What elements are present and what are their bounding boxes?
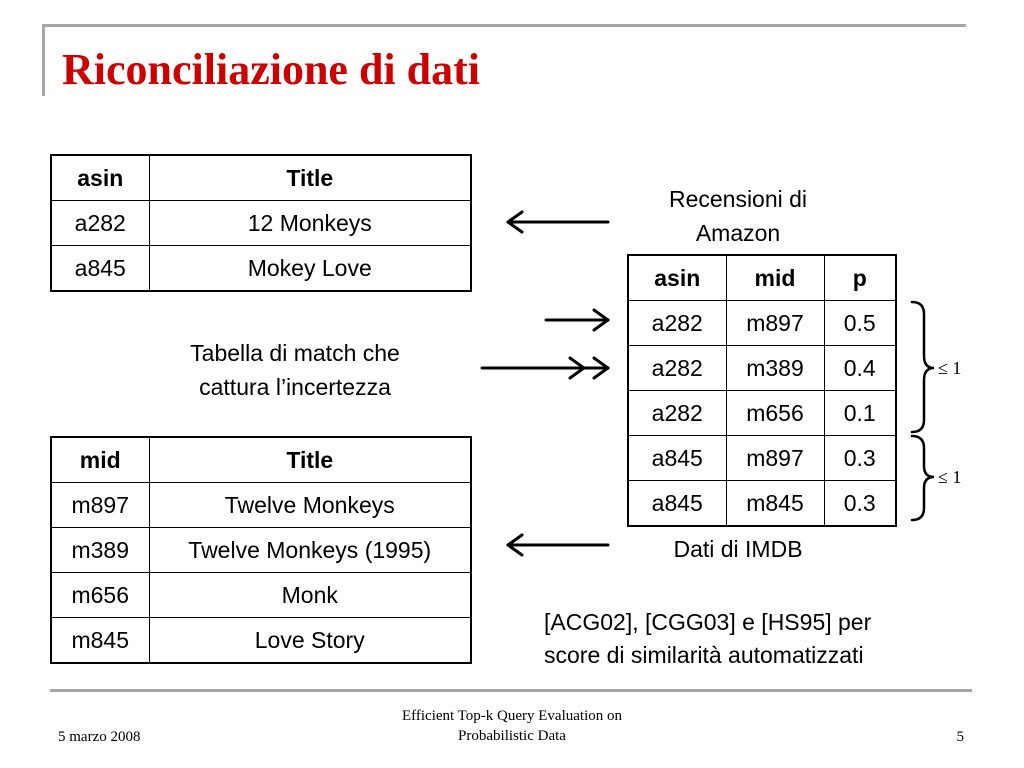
- footer-date: 5 marzo 2008: [58, 729, 141, 745]
- table-cell: a282: [627, 390, 727, 436]
- column-header: mid: [50, 436, 150, 483]
- match-table: asin mid p a282 m897 0.5 a282 m389 0.4 a…: [627, 254, 897, 527]
- slide-frame-top: [42, 24, 966, 27]
- table-cell: m897: [725, 435, 825, 481]
- table-cell: a845: [627, 435, 727, 481]
- table-row: a282 m897 0.5: [627, 300, 897, 346]
- table-row: a845 m845 0.3: [627, 480, 897, 527]
- footer-title: Efficient Top-k Query Evaluation on Prob…: [401, 708, 622, 744]
- arrow-right-icon: [544, 308, 610, 332]
- caption-line: Tabella di match che: [190, 340, 400, 366]
- table-row: m656 Monk: [50, 572, 472, 618]
- table-cell: a282: [627, 300, 727, 346]
- table-cell: Mokey Love: [148, 245, 472, 292]
- column-header: Title: [148, 436, 472, 483]
- column-header: Title: [148, 154, 472, 201]
- match-caption: Tabella di match che cattura l’incertezz…: [150, 336, 440, 404]
- table-row: a282 12 Monkeys: [50, 200, 472, 246]
- table-row: m845 Love Story: [50, 617, 472, 664]
- table-cell: m845: [50, 617, 150, 664]
- slide-title: Riconciliazione di dati: [62, 45, 480, 94]
- column-header: asin: [50, 154, 150, 201]
- imdb-data-table: mid Title m897 Twelve Monkeys m389 Twelv…: [50, 436, 472, 664]
- amazon-reviews-table: asin Title a282 12 Monkeys a845 Mokey Lo…: [50, 154, 472, 292]
- table-row: m389 Twelve Monkeys (1995): [50, 527, 472, 573]
- double-arrow-right-icon: [480, 356, 610, 380]
- table-cell: Twelve Monkeys: [148, 482, 472, 528]
- table-row: a282 m389 0.4: [627, 345, 897, 391]
- amazon-caption: Recensioni di Amazon: [628, 182, 848, 250]
- table-cell: 12 Monkeys: [148, 200, 472, 246]
- footer-divider: [50, 689, 972, 692]
- table-cell: 0.4: [823, 345, 897, 391]
- caption-line: Amazon: [695, 220, 781, 246]
- table-cell: 0.3: [823, 480, 897, 527]
- table-row: a845 Mokey Love: [50, 245, 472, 292]
- page-number: 5: [956, 729, 965, 745]
- table-cell: m845: [725, 480, 825, 527]
- imdb-caption: Dati di IMDB: [673, 536, 803, 562]
- table-cell: m897: [50, 482, 150, 528]
- caption-line: cattura l’incertezza: [199, 374, 391, 400]
- table-cell: a282: [50, 200, 150, 246]
- brace-label: ≤ 1: [938, 467, 962, 487]
- slide-frame-left: [42, 24, 45, 96]
- table-row: a845 m897 0.3: [627, 435, 897, 481]
- column-header: mid: [725, 254, 825, 301]
- table-row: m897 Twelve Monkeys: [50, 482, 472, 528]
- references-note: [ACG02], [CGG03] e [HS95] per score di s…: [544, 606, 871, 672]
- curly-brace-icon: [910, 300, 935, 434]
- table-header-row: mid Title: [50, 436, 472, 483]
- arrow-left-icon: [506, 533, 610, 557]
- table-cell: Monk: [148, 572, 472, 618]
- table-cell: 0.5: [823, 300, 897, 346]
- references-line: [ACG02], [CGG03] e [HS95] per: [544, 609, 872, 635]
- caption-line: Recensioni di: [668, 186, 808, 212]
- column-header: asin: [627, 254, 727, 301]
- table-cell: a845: [50, 245, 150, 292]
- table-cell: Twelve Monkeys (1995): [148, 527, 472, 573]
- table-row: a282 m656 0.1: [627, 390, 897, 436]
- table-cell: 0.3: [823, 435, 897, 481]
- brace-label: ≤ 1: [938, 358, 962, 378]
- arrow-left-icon: [506, 210, 610, 234]
- table-cell: m389: [50, 527, 150, 573]
- table-header-row: asin Title: [50, 154, 472, 201]
- table-cell: m897: [725, 300, 825, 346]
- table-cell: Love Story: [148, 617, 472, 664]
- curly-brace-icon: [910, 434, 935, 522]
- table-header-row: asin mid p: [627, 254, 897, 301]
- references-line: score di similarità automatizzati: [544, 642, 864, 668]
